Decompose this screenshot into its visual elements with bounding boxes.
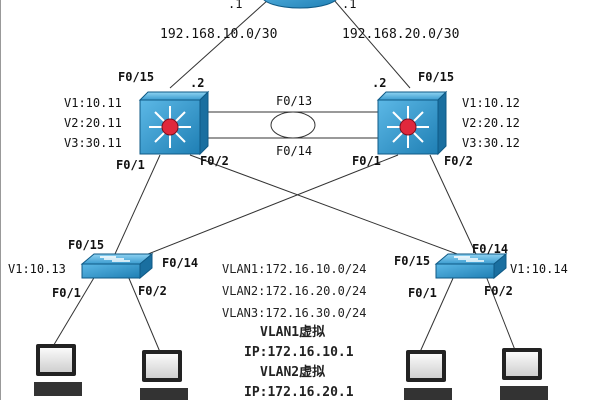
core-right-vlan-2: V2:20.12: [462, 116, 520, 130]
link-access-left-pc2: [127, 275, 161, 353]
core-right-port-down-right: F0/2: [444, 154, 473, 168]
access-right-port-down-right: F0/2: [484, 284, 513, 298]
access-left-port-up-left: F0/15: [68, 238, 105, 252]
access-left-port-down-left: F0/1: [52, 286, 81, 300]
trunk-bottom-port: F0/14: [276, 144, 313, 158]
network-right-label: 192.168.20.0/30: [342, 27, 460, 42]
virtual-ip-1-address: IP:172.16.10.1: [244, 345, 354, 360]
links: [51, 0, 516, 353]
access-switch-left-icon: [80, 252, 154, 280]
core-left-port-down-right: F0/2: [200, 154, 229, 168]
core-left-uplink-port: F0/15: [118, 70, 155, 84]
trunk-bundle: [270, 111, 316, 139]
core-right-vlan-1: V1:10.12: [462, 96, 520, 110]
vlan-subnet-2: VLAN2:172.16.20.0/24: [222, 284, 367, 298]
access-right-port-up-left: F0/15: [394, 254, 431, 268]
access-left-port-down-right: F0/2: [138, 284, 167, 298]
access-left-port-up-right: F0/14: [162, 256, 199, 270]
router-port-right-label: .1: [342, 0, 357, 11]
vlan-subnet-3: VLAN3:172.16.30.0/24: [222, 306, 367, 320]
router-port-left-label: .1: [228, 0, 243, 11]
link-router-core-left: [169, 0, 269, 89]
link-access-right-pc4: [485, 275, 516, 351]
link-core-left-access-left: [114, 154, 161, 255]
core-left-vlan-1: V1:10.11: [64, 96, 122, 110]
network-left-label: 192.168.10.0/30: [160, 27, 278, 42]
pc-2-icon: [140, 350, 188, 400]
access-right-port-down-left: F0/1: [408, 286, 437, 300]
vlan-subnet-1: VLAN1:172.16.10.0/24: [222, 262, 367, 276]
pc-3-icon: [404, 350, 452, 400]
core-right-port-down-left: F0/1: [352, 154, 381, 168]
access-left-mgmt: V1:10.13: [8, 262, 66, 276]
virtual-ip-1-title: VLAN1虚拟: [260, 325, 326, 340]
core-left-addr-suffix: .2: [190, 76, 205, 90]
core-right-addr-suffix: .2: [372, 76, 387, 90]
link-core-left-access-right: [189, 154, 469, 259]
core-left-vlan-3: V3:30.11: [64, 136, 122, 150]
virtual-ip-2-title: VLAN2虚拟: [260, 365, 326, 380]
link-core-right-access-right: [429, 154, 477, 255]
pc-1-icon: [34, 344, 82, 396]
link-access-left-pc1: [51, 275, 96, 349]
link-access-right-pc3: [419, 275, 455, 353]
trunk-top-port: F0/13: [276, 94, 313, 108]
core-right-vlan-3: V3:30.12: [462, 136, 520, 150]
router-icon: [263, 0, 337, 9]
access-right-port-up-right: F0/14: [472, 242, 509, 256]
image-border: [0, 0, 1, 400]
core-switch-right-icon: [376, 90, 448, 156]
access-right-mgmt: V1:10.14: [510, 262, 568, 276]
core-left-port-down-left: F0/1: [116, 158, 145, 172]
pc-4-icon: [500, 348, 548, 400]
access-switch-right-icon: [434, 252, 508, 280]
core-right-uplink-port: F0/15: [418, 70, 455, 84]
core-left-vlan-2: V2:20.11: [64, 116, 122, 130]
core-switch-left-icon: [138, 90, 210, 156]
link-core-right-access-left: [137, 154, 399, 259]
virtual-ip-2-address: IP:172.16.20.1: [244, 385, 354, 400]
link-router-core-right: [333, 0, 411, 89]
